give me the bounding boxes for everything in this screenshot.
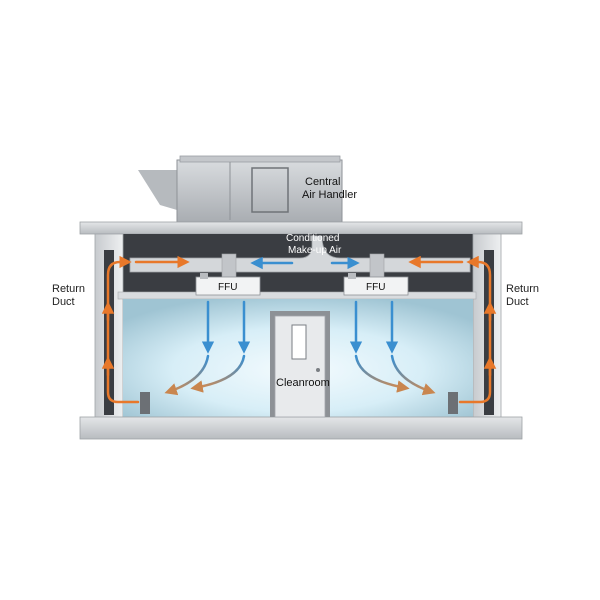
air-handler-hood [138,170,177,210]
supply-airflow [164,300,436,396]
return-duct-right-label-2: Duct [506,296,529,308]
left-return-airflow [101,255,190,404]
cleanroom-label: Cleanroom [276,377,330,389]
return-duct-right-label-1: Return [506,283,539,295]
ceiling-grid [117,291,477,300]
ffu-left-label: FFU [218,282,237,293]
right-return-grille [448,392,458,414]
makeup-air-duct [129,235,471,281]
air-handler-label-2: Air Handler [302,189,357,201]
door-handle [316,368,320,372]
return-duct-left-label-2: Duct [52,296,75,308]
ffu-right-curve-2 [390,354,436,396]
right-return-arrow-path [458,255,492,404]
door-window [291,324,307,360]
ffu-right-curve-1 [354,354,410,393]
right-return-airflow [408,255,497,404]
ffu-left-unit: FFU [195,273,261,296]
air-handler-top [179,155,341,163]
air-handler-unit: Central Air Handler [138,155,357,223]
ffu-left-curve-2 [190,354,246,393]
makeup-air-label-2: Make-up Air [288,245,342,256]
ffu-right-label: FFU [366,282,385,293]
left-return-arrow-path [106,255,140,404]
left-return-grille [140,392,150,414]
air-handler-panel [251,167,289,213]
ffu-right-unit: FFU [343,273,409,296]
door-leaf [274,315,326,418]
ffu-left-curve-1 [164,354,210,396]
cleanroom-door [270,311,330,418]
air-handler-label-1: Central [305,176,340,188]
makeup-air-label-1: Conditioned [286,233,339,244]
floor-slab [79,416,523,440]
return-duct-left-label-1: Return [52,283,85,295]
